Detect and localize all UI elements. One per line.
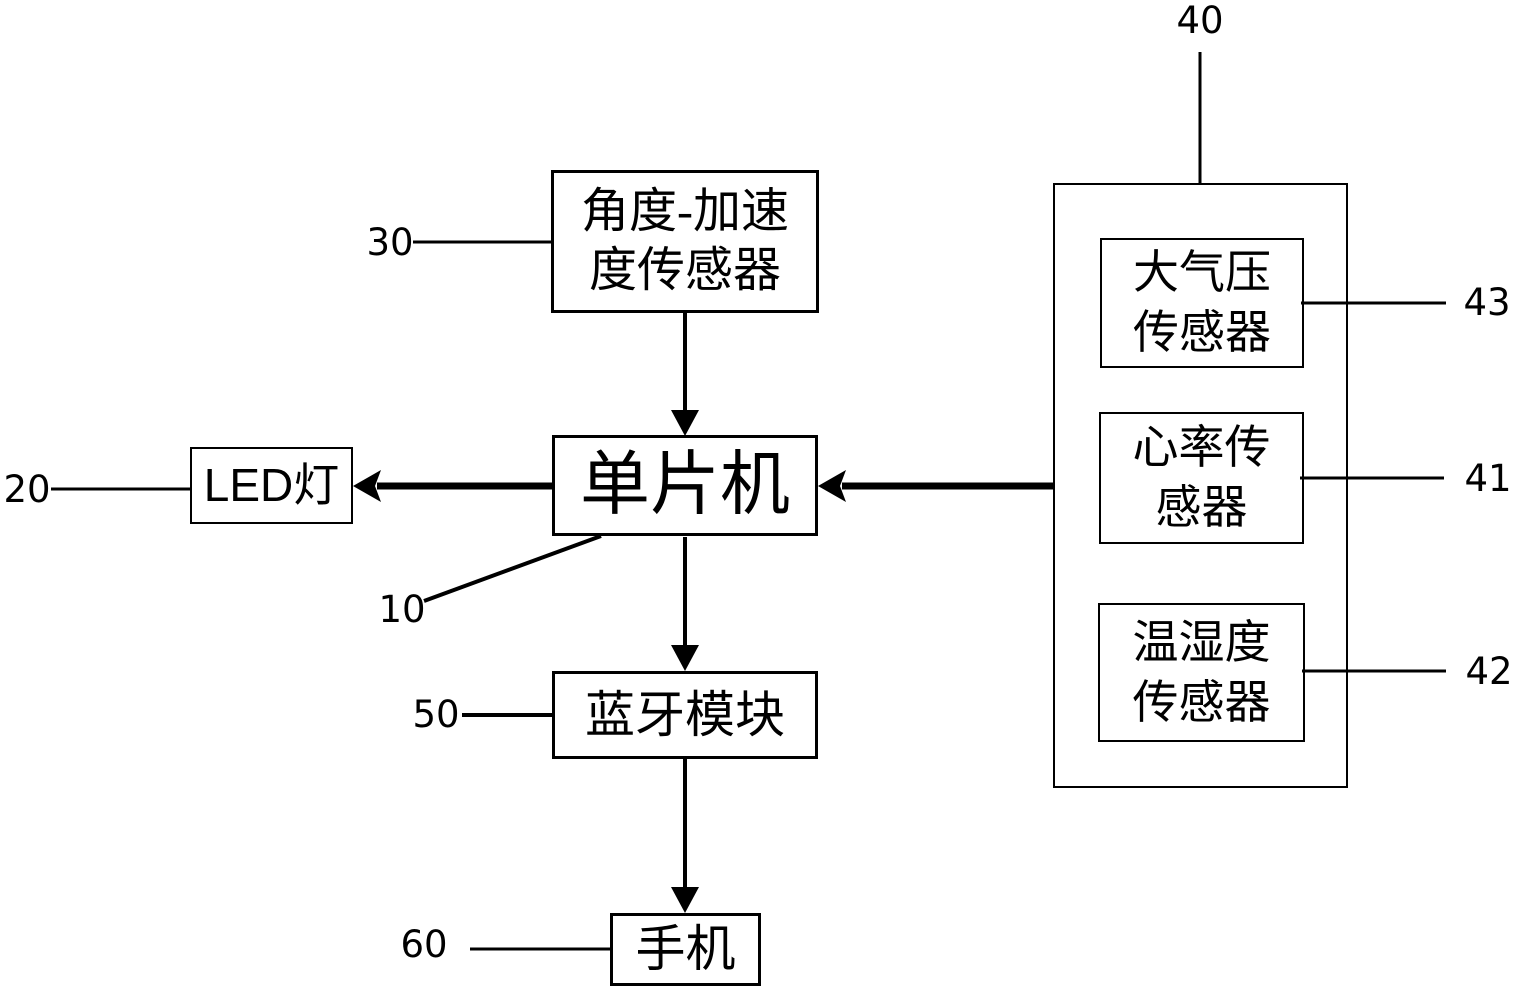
node-label: LED灯: [203, 459, 340, 512]
node-bluetooth-module: 蓝牙模块: [552, 671, 818, 759]
ref-number-42: 42: [1465, 650, 1513, 693]
node-pressure-sensor: 大气压 传感器: [1100, 238, 1304, 368]
node-label: 传感器: [1133, 307, 1271, 358]
ref-number-60: 60: [400, 923, 448, 966]
ref-number-10: 10: [378, 588, 426, 631]
leader-line-10: [423, 534, 602, 603]
node-angle-acceleration-sensor: 角度-加速 度传感器: [551, 170, 819, 313]
node-label: 手机: [635, 921, 736, 977]
node-label: 大气压: [1133, 247, 1271, 299]
node-label: 角度-加速: [581, 184, 789, 238]
node-label: 感器: [1155, 482, 1248, 533]
node-label: 单片机: [580, 446, 790, 524]
node-heart-rate-sensor: 心率传 感器: [1099, 412, 1304, 544]
node-mobile-phone: 手机: [610, 913, 761, 986]
node-label: 心率传: [1132, 422, 1271, 474]
node-label: 温湿度: [1132, 616, 1271, 668]
arrowhead-mcu-to-led: [353, 470, 381, 502]
ref-number-43: 43: [1463, 281, 1511, 324]
arrowhead-mcu-to-bluetooth: [671, 645, 699, 671]
node-sensor-group: 大气压 传感器 心率传 感器 温湿度 传感器: [1053, 183, 1348, 788]
ref-number-30: 30: [366, 221, 414, 264]
node-label: 传感器: [1132, 676, 1271, 728]
node-label: 蓝牙模块: [585, 686, 785, 743]
node-label: 度传感器: [588, 243, 781, 297]
ref-number-40: 40: [1176, 0, 1224, 42]
node-temp-humidity-sensor: 温湿度 传感器: [1098, 603, 1305, 742]
arrowhead-sensorgroup-to-mcu: [818, 470, 846, 502]
ref-number-50: 50: [412, 693, 460, 736]
ref-number-41: 41: [1464, 457, 1512, 500]
ref-number-20: 20: [3, 468, 51, 511]
arrowhead-bluetooth-to-phone: [671, 887, 699, 913]
node-led-light: LED灯: [190, 447, 353, 524]
arrowhead-anglesensor-to-mcu: [671, 410, 699, 436]
node-mcu: 单片机: [552, 435, 818, 536]
